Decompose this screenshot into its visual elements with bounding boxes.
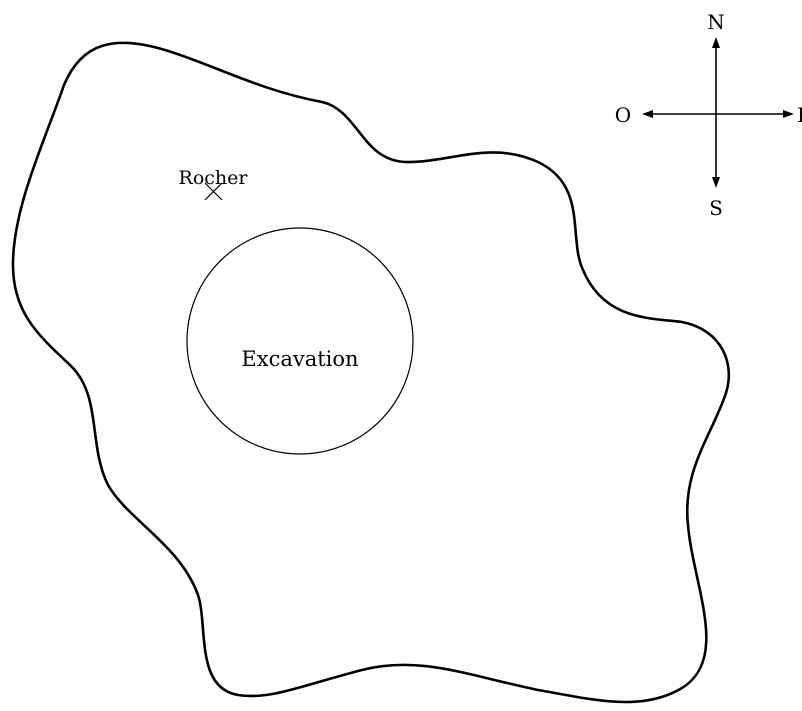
excavation-label: Excavation <box>241 347 358 371</box>
cross-icon <box>204 182 223 201</box>
excavation-circle <box>186 227 414 455</box>
rock-label: Rocher <box>179 167 249 189</box>
compass-rose <box>642 37 794 188</box>
compass-east-label: E <box>797 103 802 127</box>
east-arrow-icon <box>783 110 794 118</box>
west-arrow-icon <box>642 110 653 118</box>
compass-north-label: N <box>707 10 725 34</box>
compass-west-label: O <box>615 103 631 127</box>
south-arrow-icon <box>712 177 720 188</box>
north-arrow-icon <box>712 37 720 48</box>
island-outline <box>11 41 731 704</box>
compass-south-label: S <box>709 196 723 220</box>
